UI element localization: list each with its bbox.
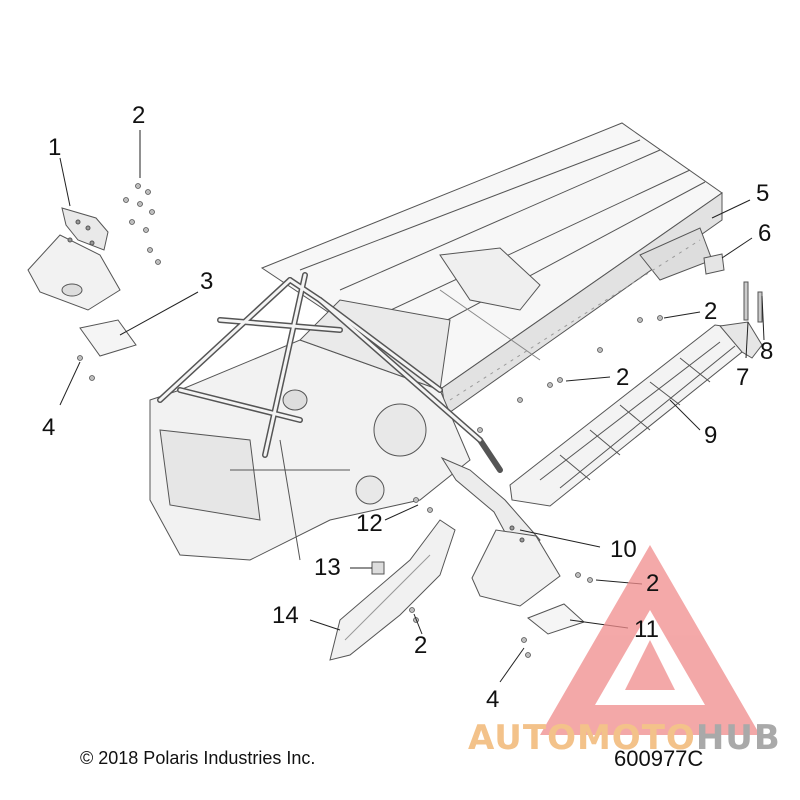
callout-7: 7 — [736, 364, 750, 391]
part-1-heat-shield-left — [27, 207, 121, 311]
callout-10: 10 — [610, 536, 637, 563]
figure-id: 600977C — [614, 746, 704, 771]
watermark-text-part2: HUB — [695, 718, 781, 758]
watermark-text-part1: AUTOMOTO — [468, 718, 696, 758]
callout-14: 14 — [272, 602, 299, 629]
part-13-clip — [371, 561, 385, 575]
callout-1: 1 — [48, 134, 62, 161]
part-11-plate-right — [527, 603, 585, 635]
watermark-text: AUTOMOTOHUB — [468, 718, 781, 758]
part-14-side-panel — [329, 519, 456, 661]
fastener-misc — [77, 355, 593, 658]
fastener-row-tunnel — [477, 315, 663, 433]
callout-2: 2 — [646, 570, 660, 597]
callout-13: 13 — [314, 554, 341, 581]
callout-12: 12 — [356, 510, 383, 537]
copyright-notice: © 2018 Polaris Industries Inc. — [80, 748, 316, 768]
part-7-8-fasteners — [743, 281, 763, 323]
front-chassis-frame — [149, 299, 471, 561]
part-9-running-board — [509, 321, 763, 507]
callout-8: 8 — [760, 338, 774, 365]
fastener-cluster-top — [123, 183, 161, 265]
callout-5: 5 — [756, 180, 770, 207]
leader-lines — [59, 130, 765, 683]
tube-frame-highlight — [158, 273, 482, 457]
callout-9: 9 — [704, 422, 718, 449]
callout-2: 2 — [132, 102, 146, 129]
part-3-plate-left — [79, 319, 137, 357]
part-6-bracket — [703, 253, 725, 275]
part-10-heat-shield-right — [440, 456, 561, 607]
callout-6: 6 — [758, 220, 772, 247]
callout-4: 4 — [486, 686, 500, 713]
callout-3: 3 — [200, 268, 214, 295]
callout-2: 2 — [616, 364, 630, 391]
callout-4: 4 — [42, 414, 56, 441]
callout-11: 11 — [634, 616, 659, 643]
callout-2: 2 — [414, 632, 428, 659]
callout-2: 2 — [704, 298, 718, 325]
watermark-triangle-logo — [540, 545, 760, 735]
